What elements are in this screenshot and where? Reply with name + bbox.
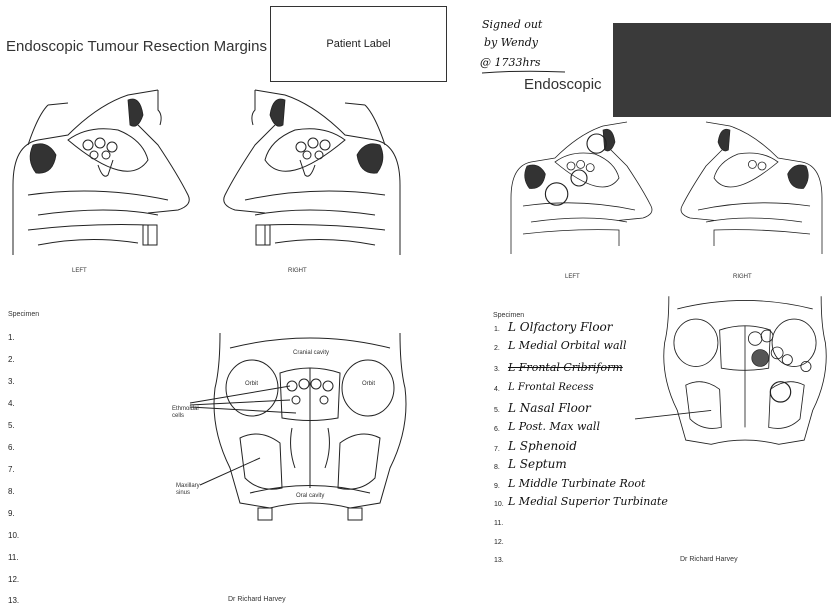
surgeon-name: Dr Richard Harvey <box>680 556 738 563</box>
specimen-number: 2. <box>494 345 500 352</box>
specimen-number: 12. <box>494 539 504 546</box>
specimen-number: 9. <box>494 483 500 490</box>
handwritten-entry: L Middle Turbinate Root <box>508 477 645 490</box>
handwritten-entry: L Olfactory Floor <box>508 320 613 334</box>
handwritten-note-line: Signed out <box>482 18 542 31</box>
specimen-number: 12. <box>8 575 19 584</box>
handwritten-entry: L Medial Superior Turbinate <box>508 495 668 508</box>
specimen-number: 1. <box>8 333 15 342</box>
label-ethmoidal-cells: Ethmoidal cells <box>172 406 204 420</box>
form-title-partial: Endoscopic <box>524 76 602 93</box>
specimen-heading: Specimen <box>493 312 524 319</box>
handwritten-entry: L Septum <box>508 457 567 471</box>
label-orbit-right: Orbit <box>362 381 375 387</box>
patient-label-box: Patient Label <box>270 6 447 82</box>
specimen-number: 9. <box>8 509 15 518</box>
specimen-number: 1. <box>494 326 500 333</box>
handwritten-note-line: by Wendy <box>484 36 538 49</box>
specimen-number: 2. <box>8 355 15 364</box>
label-maxillary-sinus: Maxillary sinus <box>176 483 208 497</box>
specimen-heading: Specimen <box>8 311 39 318</box>
specimen-number: 6. <box>494 426 500 433</box>
surgeon-name: Dr Richard Harvey <box>228 596 286 603</box>
specimen-number: 6. <box>8 443 15 452</box>
handwritten-entry: L Frontal Recess <box>508 382 594 393</box>
sagittal-diagram-left-annotated <box>505 118 665 258</box>
form-title: Endoscopic Tumour Resection Margins <box>6 38 267 55</box>
side-label-right: RIGHT <box>288 268 307 274</box>
handwritten-entry: L Post. Max wall <box>508 420 600 433</box>
sagittal-diagram-right <box>210 85 405 260</box>
specimen-number: 10. <box>8 531 19 540</box>
specimen-number: 4. <box>8 399 15 408</box>
side-label-left: LEFT <box>565 274 580 280</box>
specimen-number: 7. <box>8 465 15 474</box>
label-cranial-cavity: Cranial cavity <box>293 350 329 356</box>
handwritten-entry: L Medial Orbital wall <box>508 339 627 352</box>
label-oral-cavity: Oral cavity <box>296 493 324 499</box>
specimen-number: 11. <box>494 520 503 527</box>
handwritten-entry: L Frontal Cribriform <box>508 361 623 374</box>
sagittal-diagram-right-plain <box>668 118 828 258</box>
specimen-number: 4. <box>494 386 500 393</box>
specimen-number: 5. <box>494 407 500 414</box>
specimen-number: 10. <box>494 501 504 508</box>
specimen-number: 3. <box>8 377 15 386</box>
specimen-number: 8. <box>8 487 15 496</box>
side-label-right: RIGHT <box>733 274 752 280</box>
redaction-block <box>613 23 831 117</box>
specimen-number: 3. <box>494 366 500 373</box>
specimen-number: 13. <box>8 596 19 605</box>
sagittal-diagram-left <box>8 85 203 260</box>
handwritten-entry: L Nasal Floor <box>508 401 591 415</box>
specimen-number: 8. <box>494 464 500 471</box>
specimen-number: 11. <box>8 553 19 562</box>
specimen-number: 5. <box>8 421 15 430</box>
label-orbit-left: Orbit <box>245 381 258 387</box>
specimen-number: 7. <box>494 446 500 453</box>
handwritten-entry: L Sphenoid <box>508 439 577 453</box>
side-label-left: LEFT <box>72 268 87 274</box>
note-underline <box>480 68 570 76</box>
specimen-number: 13. <box>494 557 504 564</box>
coronal-diagram-annotated <box>660 292 830 457</box>
